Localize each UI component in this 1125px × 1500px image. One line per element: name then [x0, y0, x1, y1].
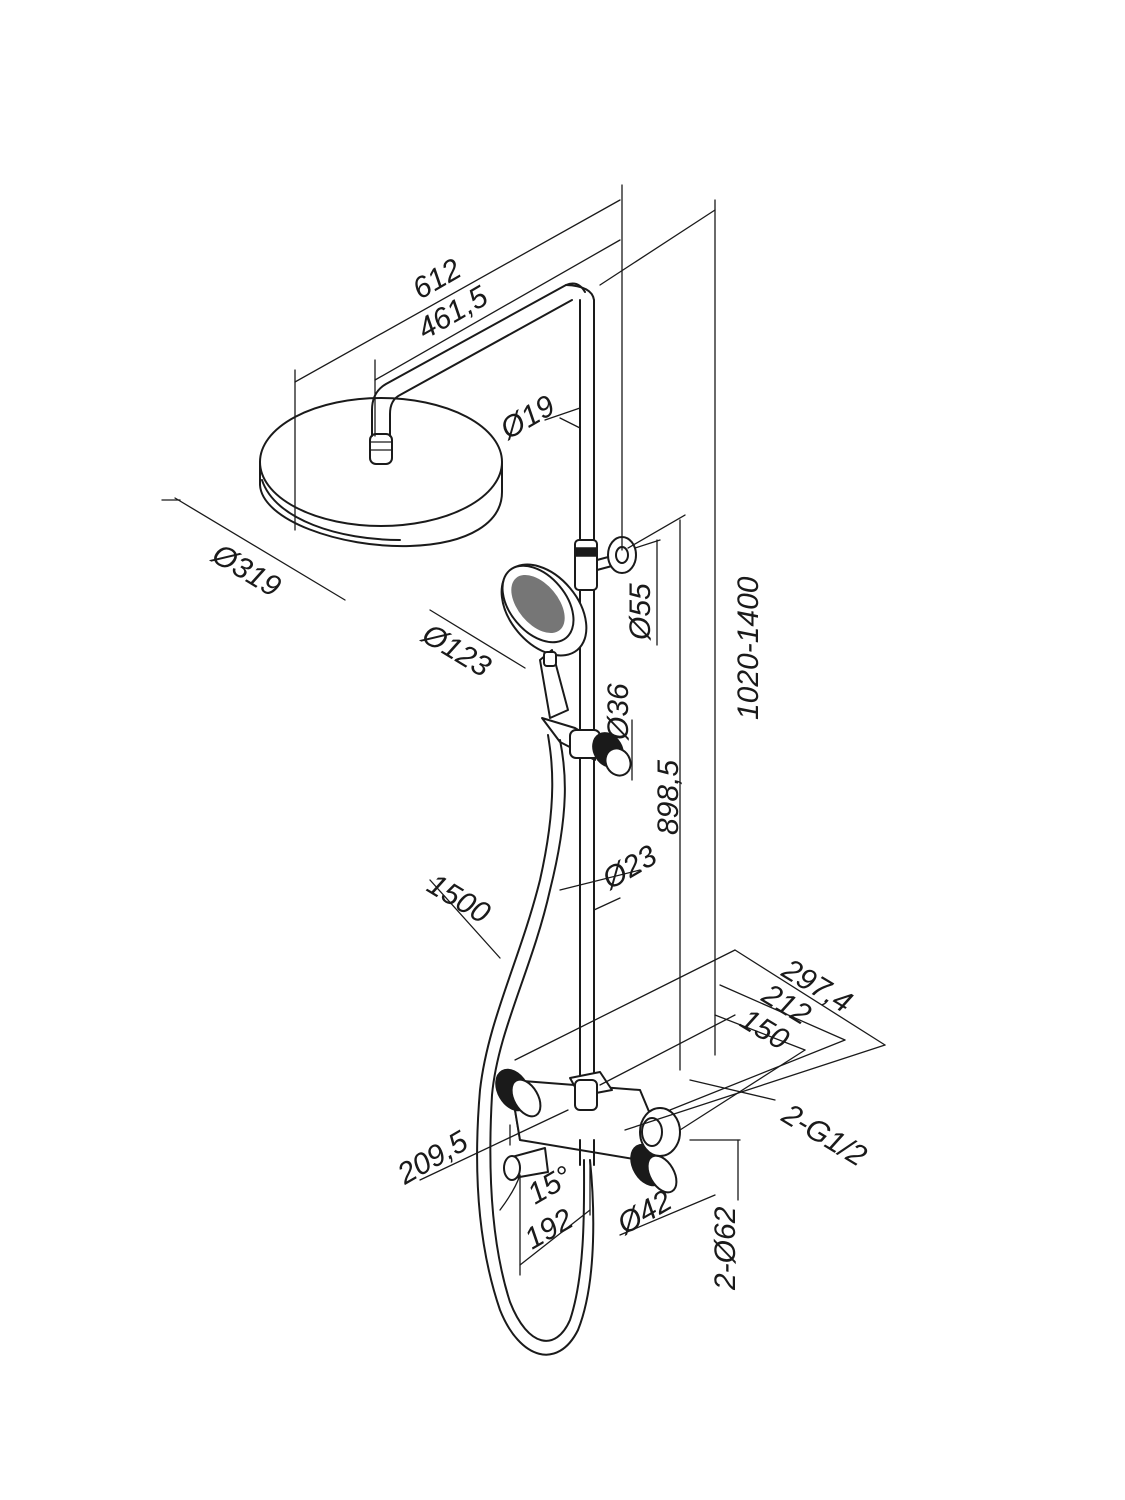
shower-hose [476, 734, 595, 1356]
dim-arm-diameter: Ø19 [494, 389, 561, 447]
dim-hose-length: 1500 [421, 868, 495, 931]
dim-inlets: 2-G1/2 [776, 1097, 873, 1173]
dim-spout-length: 209,5 [391, 1125, 474, 1192]
dim-wall-bracket-diameter: Ø55 [624, 583, 657, 641]
upper-rod [579, 299, 595, 546]
slider-holder [541, 717, 632, 777]
sliding-rail [579, 589, 595, 1101]
dim-hand-shower-height: 898,5 [652, 760, 685, 835]
thermostatic-mixer [495, 1068, 681, 1194]
wall-bracket [574, 536, 637, 591]
dim-escutcheon-diameter: 2-Ø62 [709, 1206, 742, 1291]
rain-shower-head [259, 397, 503, 548]
dim-rain-head-diameter: Ø319 [206, 537, 287, 604]
shower-system-outline [259, 282, 681, 1356]
hand-shower [500, 563, 588, 719]
dim-mixer-offset: 192 [519, 1202, 579, 1256]
dim-hand-shower-diameter: Ø123 [416, 617, 497, 684]
dim-pipe-diameter: Ø23 [596, 839, 663, 897]
shower-arm [371, 282, 595, 437]
dim-column-height: 1020-1400 [732, 576, 765, 720]
dim-slider-diameter: Ø36 [602, 683, 635, 741]
dimension-lines [161, 184, 886, 1276]
